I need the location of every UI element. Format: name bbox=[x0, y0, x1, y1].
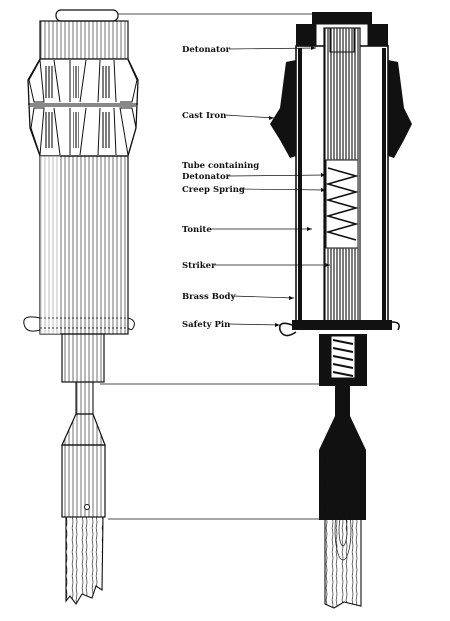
label-striker: Striker bbox=[182, 261, 216, 271]
section-safety-pin bbox=[278, 321, 400, 337]
exterior-lower-collar bbox=[61, 333, 105, 383]
exterior-cast-iron-band bbox=[27, 58, 139, 157]
section-ferrule bbox=[319, 416, 366, 450]
exterior-wooden-handle bbox=[65, 516, 104, 605]
label-brass-body: Brass Body bbox=[182, 292, 236, 302]
label-detonator: Detonator bbox=[182, 45, 231, 55]
exterior-top-collar bbox=[39, 20, 129, 60]
label-tonite: Tonite bbox=[182, 225, 212, 235]
exterior-ferrule bbox=[61, 413, 106, 446]
section-wooden-handle bbox=[324, 454, 362, 609]
label-tube-line-2: Detonator bbox=[182, 172, 231, 182]
exterior-view bbox=[23, 9, 139, 605]
labels: Detonator Cast Iron Tube containing Deto… bbox=[182, 45, 330, 330]
section-view bbox=[270, 12, 412, 609]
section-cast-iron-left bbox=[270, 60, 296, 158]
guide-lines bbox=[100, 13, 319, 520]
label-safety-pin: Safety Pin bbox=[182, 320, 230, 330]
exterior-cap bbox=[55, 9, 119, 22]
label-tube-line-1: Tube containing bbox=[182, 161, 259, 171]
section-cast-iron-right bbox=[388, 60, 412, 158]
section-creep-spring bbox=[325, 159, 359, 249]
label-creep-spring: Creep Spring bbox=[182, 185, 245, 195]
exterior-neck bbox=[75, 381, 94, 415]
label-cast-iron: Cast Iron bbox=[182, 111, 226, 121]
section-top-cap bbox=[312, 12, 372, 24]
exterior-safety-pin bbox=[23, 316, 135, 332]
